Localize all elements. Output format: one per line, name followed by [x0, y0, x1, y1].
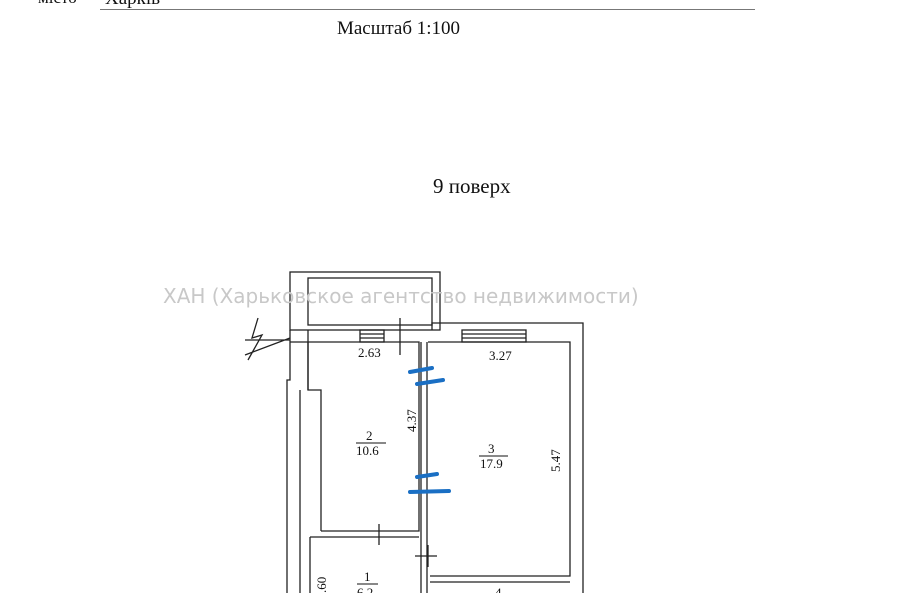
break-line	[244, 317, 291, 361]
blue-markers	[408, 366, 451, 494]
room-4-number: 4	[495, 585, 502, 593]
city-value: Харків	[105, 0, 160, 10]
door-mark	[378, 524, 437, 567]
blue-marker	[415, 472, 439, 479]
left-wall	[286, 330, 322, 593]
window	[359, 329, 385, 343]
balcony-inner	[307, 277, 433, 326]
room-1-area: 6.2	[357, 585, 373, 593]
blue-marker	[415, 378, 445, 386]
dim-room2-width: 2.63	[358, 345, 381, 360]
scale-label: Масштаб 1:100	[336, 18, 461, 39]
underline	[100, 9, 755, 10]
room-2-outline	[308, 341, 420, 532]
room-3-area: 17.9	[480, 456, 503, 471]
city-label: місто	[38, 0, 77, 8]
watermark: ХАН (Харьковское агентство недвижимости)	[163, 284, 639, 308]
room-3-number: 3	[488, 441, 495, 456]
room-2-area: 10.6	[356, 443, 379, 458]
dim-room1-length: .60	[314, 577, 329, 593]
blue-marker	[408, 366, 434, 374]
left-wall-inner	[299, 342, 311, 593]
window	[461, 329, 527, 343]
floor-label: 9 поверх	[433, 174, 511, 198]
blue-marker	[408, 489, 451, 494]
dim-room2-length: 4.37	[404, 409, 419, 432]
dim-room3-width: 3.27	[489, 348, 512, 363]
room-2-number: 2	[366, 428, 373, 443]
dim-room3-length: 5.47	[548, 449, 563, 472]
room-1-number: 1	[364, 569, 371, 584]
